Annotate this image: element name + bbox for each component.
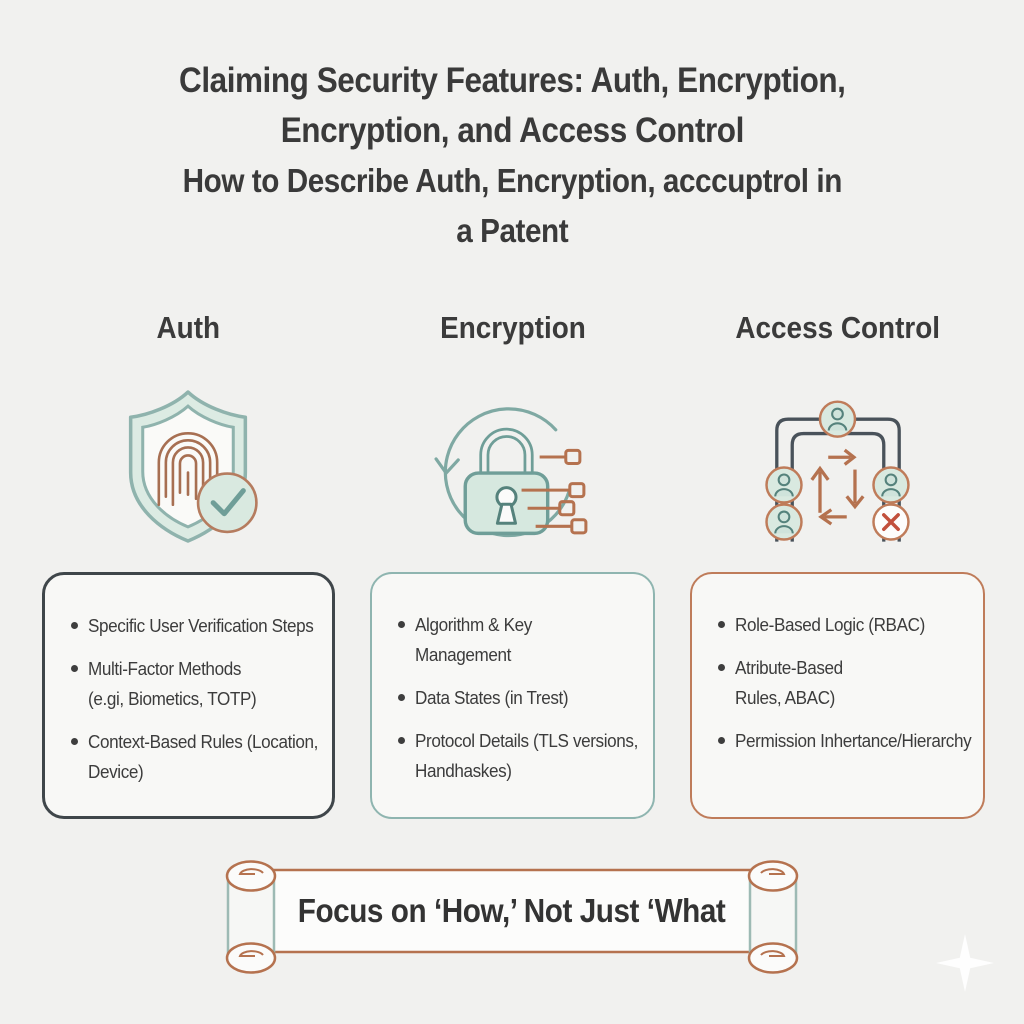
access-control-bullet-list: Role-Based Logic (RBAC) Atribute-Based R…	[692, 574, 983, 756]
list-item: Multi-Factor Methods (e.gi, Biometics, T…	[71, 654, 324, 714]
bullet-dot	[398, 694, 405, 701]
auth-card: Specific User Verification Steps Multi-F…	[42, 572, 335, 819]
subtitle-line-1: How to Describe Auth, Encryption, acccup…	[182, 162, 842, 199]
bullet-dot	[71, 665, 78, 672]
list-item: Atribute-Based Rules, ABAC)	[718, 653, 975, 713]
bullet-dot	[718, 664, 725, 671]
column-header-auth: Auth	[156, 310, 221, 345]
list-item: Permission Inhertance/Hierarchy	[718, 726, 975, 756]
sparkle-icon	[936, 934, 994, 992]
list-item: Role-Based Logic (RBAC)	[718, 610, 975, 640]
encryption-bullet-list: Algorithm & Key Management Data States (…	[372, 574, 653, 786]
list-item: Algorithm & Key Management	[398, 610, 645, 670]
bullet-dot	[71, 738, 78, 745]
column-header-access-control: Access Control	[735, 310, 940, 345]
column-header-encryption: Encryption	[439, 310, 586, 345]
list-item: Context-Based Rules (Location, Device)	[71, 727, 324, 787]
padlock-cycle-data-icon	[419, 384, 605, 550]
banner-text: Focus on ‘How,’ Not Just ‘What	[298, 892, 726, 929]
shield-fingerprint-check-icon	[95, 384, 281, 550]
list-item: Specific User Verification Steps	[71, 611, 324, 641]
list-item: Data States (in Trest)	[398, 683, 645, 713]
subtitle-line-2: a Patent	[456, 212, 568, 249]
title-block: Claiming Security Features: Auth, Encryp…	[0, 56, 1024, 256]
auth-bullet-list: Specific User Verification Steps Multi-F…	[45, 575, 332, 787]
bullet-dot	[398, 737, 405, 744]
bullet-dot	[718, 737, 725, 744]
title-line-2: Encryption, and Access Control	[280, 111, 744, 150]
scroll-banner-graphic	[225, 860, 799, 974]
encryption-card: Algorithm & Key Management Data States (…	[370, 572, 655, 819]
scroll-banner: Focus on ‘How,’ Not Just ‘What	[202, 846, 822, 986]
list-item: Protocol Details (TLS versions, Handhask…	[398, 726, 645, 786]
user-hierarchy-flow-icon	[745, 384, 931, 550]
access-control-card: Role-Based Logic (RBAC) Atribute-Based R…	[690, 572, 985, 819]
bullet-dot	[398, 621, 405, 628]
title-line-1: Claiming Security Features: Auth, Encryp…	[178, 61, 846, 100]
bullet-dot	[71, 622, 78, 629]
bullet-dot	[718, 621, 725, 628]
